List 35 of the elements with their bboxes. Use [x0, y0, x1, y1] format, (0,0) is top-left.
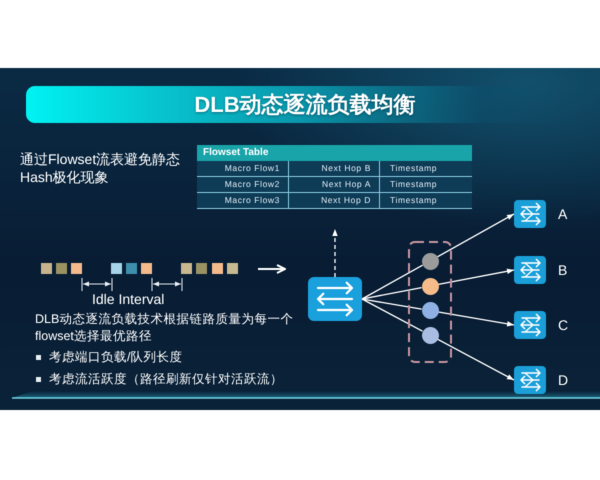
- table-cell: Timestamp: [380, 177, 472, 193]
- connector-line: [362, 264, 423, 300]
- switch-icon: [514, 366, 546, 394]
- connector-line: [362, 298, 422, 310]
- arrow: [437, 213, 514, 258]
- switch-icon: [514, 311, 546, 339]
- table-cell: Next Hop A: [289, 177, 380, 193]
- dimension-label: Idle Interval: [92, 291, 164, 308]
- table-cell: Macro Flow1: [197, 161, 289, 177]
- switch-icon: [514, 256, 546, 284]
- node-label: A: [558, 206, 568, 222]
- table-cell: Timestamp: [380, 161, 472, 177]
- dashed-arrow: [332, 229, 338, 277]
- switch-icon: [308, 277, 362, 321]
- table-cell: Next Hop B: [289, 161, 380, 177]
- switch-icon: [514, 200, 546, 228]
- arrow: [438, 268, 514, 286]
- paragraph-text: DLB动态逐流负载技术根据链路质量为每一个flowset选择最优路径: [35, 311, 294, 345]
- description-text: 通过Flowset流表避免静态Hash极化现象: [20, 150, 182, 186]
- table-cell: Timestamp: [380, 193, 472, 209]
- table-cell: Macro Flow2: [197, 177, 289, 193]
- bullet-text: 考虑端口负载/队列长度: [49, 349, 182, 366]
- arrow: [438, 311, 514, 326]
- dashed-frame: [408, 241, 452, 363]
- node-label: B: [558, 262, 568, 278]
- connector-line: [362, 298, 423, 332]
- table-cell: Macro Flow3: [197, 193, 289, 209]
- title-text: DLB动态逐流负载均衡: [194, 91, 416, 118]
- bullet-text: 考虑流活跃度（路径刷新仅针对活跃流）: [49, 371, 283, 388]
- node-label: C: [558, 317, 568, 333]
- table-header: Flowset Table: [197, 145, 472, 161]
- connector-line: [362, 286, 422, 300]
- node-label: D: [558, 372, 568, 388]
- arrow: [437, 338, 514, 381]
- table-cell: Next Hop D: [289, 193, 380, 209]
